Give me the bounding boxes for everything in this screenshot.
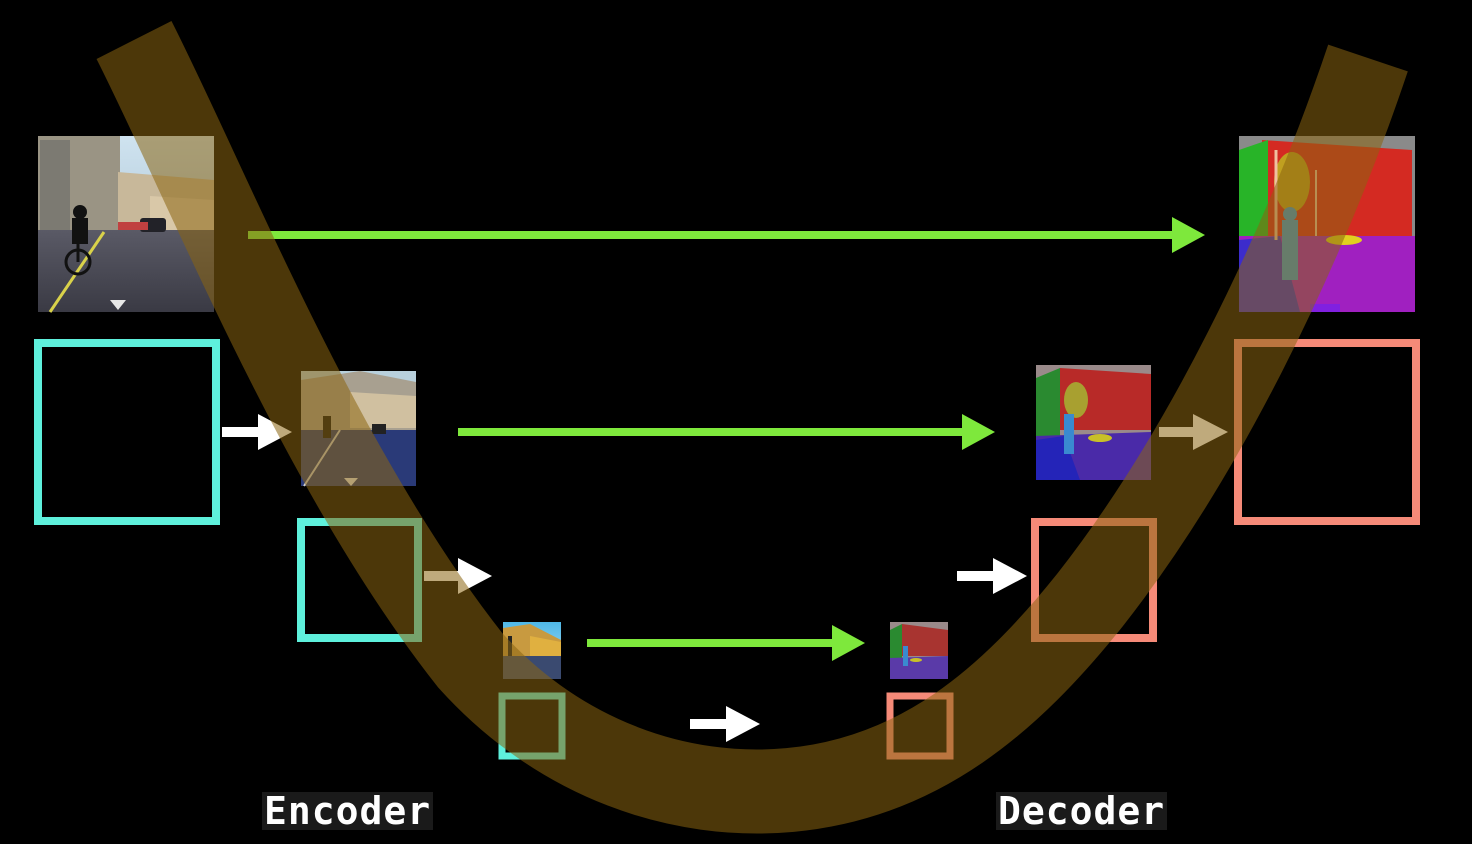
u-shape-band xyxy=(96,21,1408,834)
skip-arrow-level-2 xyxy=(458,414,995,450)
encoder-label: Encoder xyxy=(262,789,434,833)
decoder-label: Decoder xyxy=(996,789,1168,833)
skip-arrow-level-1 xyxy=(248,217,1205,253)
skip-arrow-level-3 xyxy=(587,625,865,661)
decoder-image-level-2 xyxy=(1036,365,1151,480)
step-arrow-enc-1 xyxy=(222,414,292,450)
decoder-image-level-3 xyxy=(890,622,948,679)
encoder-block-1 xyxy=(34,339,220,525)
step-arrow-dec-2 xyxy=(957,558,1027,594)
step-arrow-bottom xyxy=(690,706,760,742)
